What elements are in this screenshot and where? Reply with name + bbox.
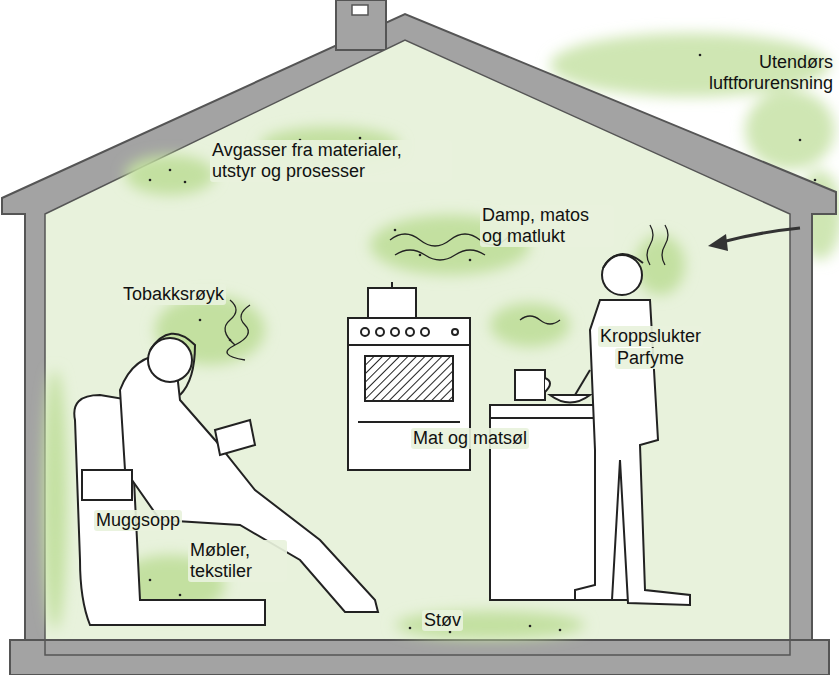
region-label: Damp, matos og matlukt bbox=[480, 205, 614, 247]
house-shell bbox=[2, 14, 836, 645]
inflow-arrow bbox=[708, 228, 800, 251]
chimney bbox=[336, 0, 386, 50]
foundation bbox=[10, 640, 829, 675]
region-label: Muggsopp bbox=[94, 510, 182, 531]
region-label: Kroppslukter bbox=[598, 326, 703, 347]
house-interior bbox=[45, 40, 790, 640]
woman-in-chair bbox=[74, 334, 378, 625]
region-label: Avgasser fra materialer, utstyr og prose… bbox=[210, 140, 452, 182]
pollution-clouds bbox=[43, 127, 685, 639]
man-figure bbox=[575, 254, 690, 605]
region-label: Støv bbox=[422, 610, 463, 631]
region-label: Møbler, tekstiler bbox=[188, 540, 287, 582]
particle-dots bbox=[149, 54, 817, 634]
region-label: Parfyme bbox=[615, 348, 686, 369]
region-label: Mat og matsøl bbox=[411, 428, 529, 449]
region-label: Tobakksrøyk bbox=[121, 284, 226, 305]
region-label: Utendørs luftforurensning bbox=[653, 52, 835, 94]
